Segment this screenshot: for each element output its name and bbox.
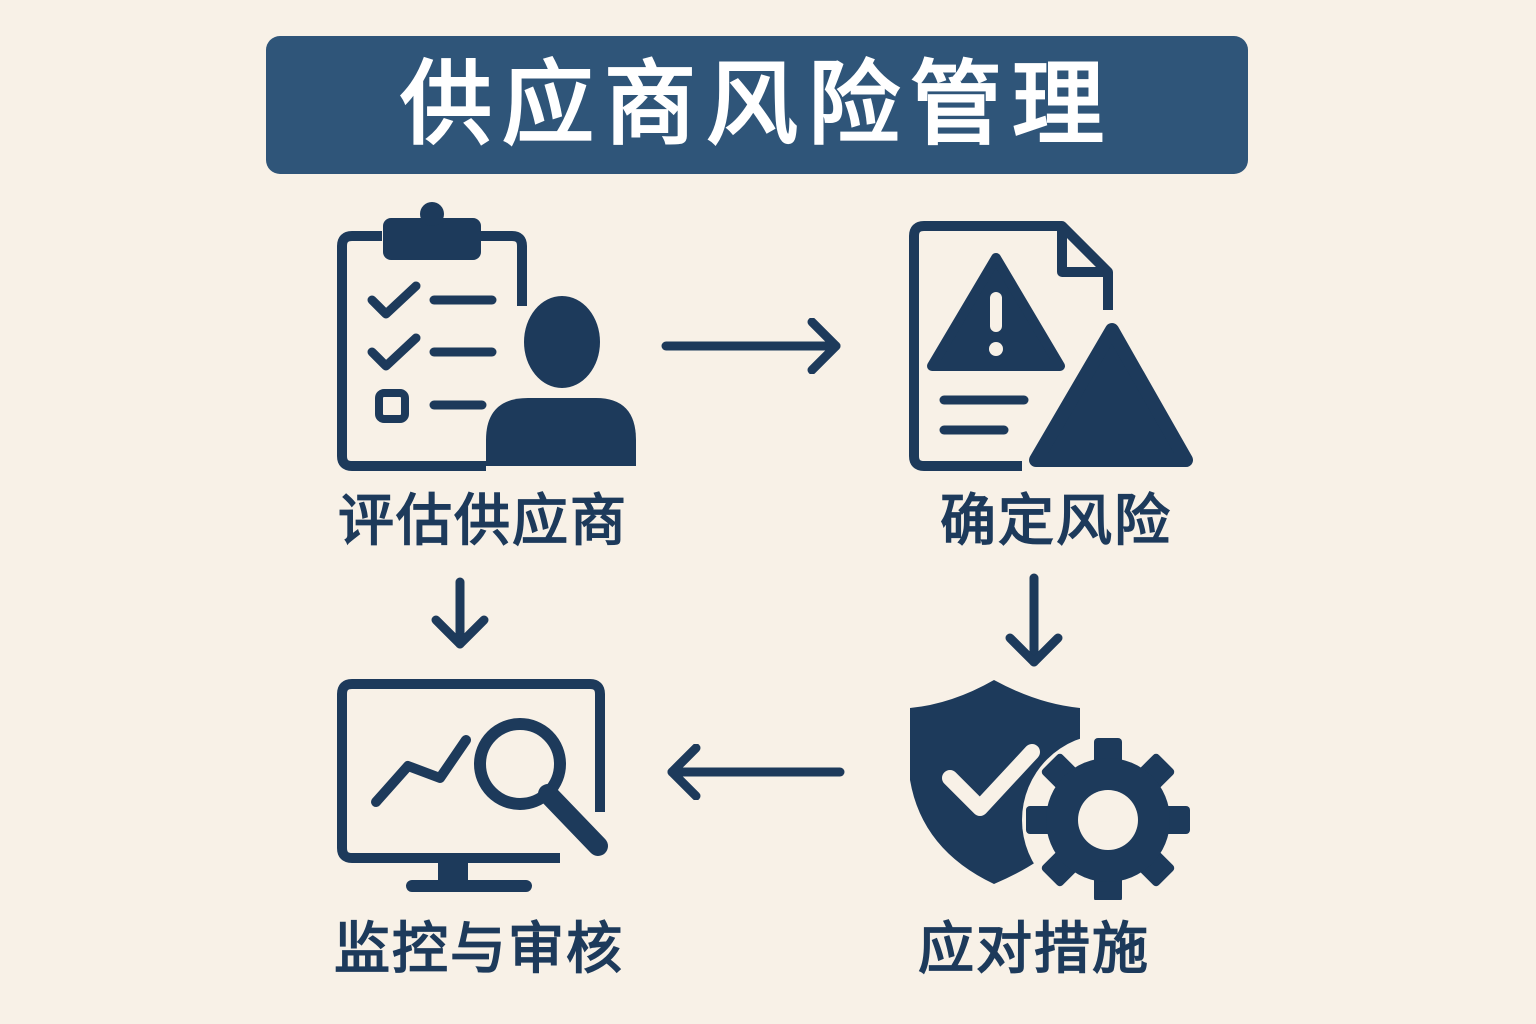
shield-check-gear-icon — [910, 680, 1194, 900]
step-label-monitor-review: 监控与审核 — [334, 917, 624, 982]
monitor-chart-magnifier-icon — [337, 679, 608, 892]
page-title: 供应商风险管理 — [399, 51, 1114, 158]
arrow-right — [661, 318, 841, 374]
clipboard-checklist-person-icon — [337, 202, 636, 471]
step-label-identify-risk: 确定风险 — [940, 489, 1172, 554]
arrow-left — [667, 744, 845, 800]
title-banner: 供应商风险管理 — [266, 36, 1248, 174]
step-label-assess-supplier: 评估供应商 — [338, 489, 628, 554]
arrow-down-left — [431, 577, 489, 649]
document-warning-triangle-icon — [909, 221, 1193, 471]
step-label-response-measures: 应对措施 — [918, 917, 1150, 982]
arrow-down-right — [1005, 573, 1063, 667]
